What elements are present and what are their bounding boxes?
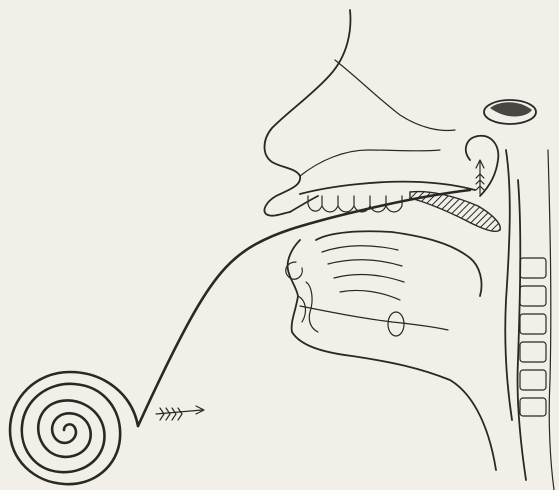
neck-front [292,332,496,470]
turbinate-shading [490,102,532,116]
nostril-line [300,150,440,176]
chin-curve [298,296,305,322]
tube-spiral [10,372,138,484]
nasopharynx-wall [466,136,498,196]
nose-inner-line [335,60,455,130]
cervical-spine [517,150,554,490]
hyoid-oval [388,312,404,336]
upper-lip [290,196,318,212]
lower-lip [288,240,300,332]
tongue-underside [300,306,448,330]
tongue [316,231,482,296]
feathered-arrow-up-icon [476,160,484,194]
tube-line [138,190,470,426]
posterior-pharynx [505,150,512,420]
face-profile [264,10,350,216]
tongue-folds [322,246,404,300]
feathered-arrow-icon [156,406,204,420]
